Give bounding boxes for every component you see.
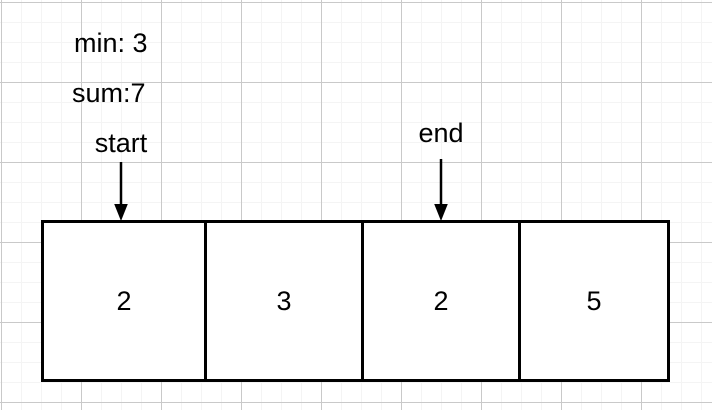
array-cell: 2 (44, 223, 204, 379)
array-cell: 5 (518, 223, 667, 379)
array-cell-value: 3 (276, 286, 292, 316)
start-arrow-icon (111, 162, 131, 221)
array-cell-value: 2 (433, 286, 449, 316)
min-annotation: min: 3 (74, 28, 148, 58)
sum-annotation: sum:7 (72, 78, 146, 108)
end-arrow-icon (431, 159, 451, 221)
array-cell: 2 (361, 223, 518, 379)
array-container: 2 3 2 5 (41, 220, 670, 382)
end-pointer-label: end (418, 118, 464, 148)
start-pointer-label: start (94, 128, 148, 158)
array-cell-value: 5 (586, 286, 602, 316)
array-cell-value: 2 (116, 286, 132, 316)
array-cell: 3 (204, 223, 361, 379)
